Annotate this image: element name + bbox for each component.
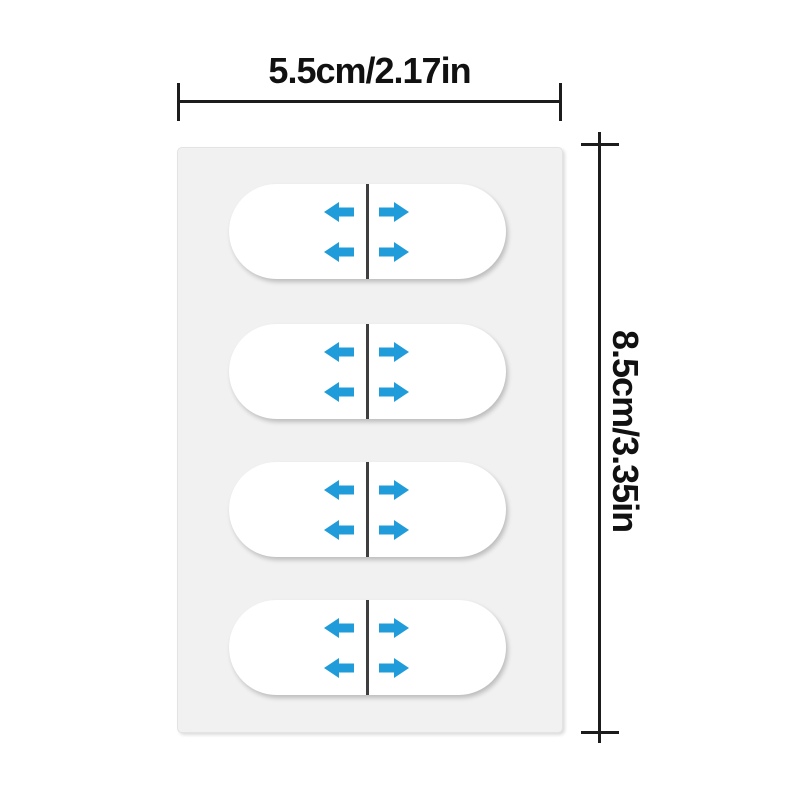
sticker-strip bbox=[229, 324, 506, 419]
sticker-strip bbox=[229, 184, 506, 279]
arrow-left-icon bbox=[324, 242, 354, 262]
width-dimension-line bbox=[178, 100, 561, 103]
width-dimension-tick-right bbox=[559, 83, 562, 121]
height-dimension-tick-bottom bbox=[581, 731, 619, 734]
width-dimension-label: 5.5cm/2.17in bbox=[268, 50, 471, 91]
height-dimension-line bbox=[598, 132, 601, 743]
arrow-right-icon bbox=[379, 382, 409, 402]
arrow-left-icon bbox=[324, 382, 354, 402]
arrow-left-icon bbox=[324, 342, 354, 362]
height-dimension-label: 8.5cm/3.35in bbox=[605, 330, 646, 533]
sticker-divider-line bbox=[366, 324, 369, 419]
width-dimension-tick-left bbox=[177, 83, 180, 121]
sticker-divider-line bbox=[366, 184, 369, 279]
arrow-right-icon bbox=[379, 658, 409, 678]
arrow-left-icon bbox=[324, 480, 354, 500]
arrow-right-icon bbox=[379, 480, 409, 500]
arrow-right-icon bbox=[379, 202, 409, 222]
arrow-left-icon bbox=[324, 658, 354, 678]
arrow-left-icon bbox=[324, 618, 354, 638]
height-dimension-tick-top bbox=[581, 143, 619, 146]
arrow-left-icon bbox=[324, 202, 354, 222]
arrow-right-icon bbox=[379, 520, 409, 540]
sticker-divider-line bbox=[366, 600, 369, 695]
sticker-strip bbox=[229, 462, 506, 557]
sticker-strip bbox=[229, 600, 506, 695]
arrow-right-icon bbox=[379, 342, 409, 362]
arrow-right-icon bbox=[379, 618, 409, 638]
sticker-sheet bbox=[177, 147, 563, 733]
arrow-right-icon bbox=[379, 242, 409, 262]
sticker-divider-line bbox=[366, 462, 369, 557]
arrow-left-icon bbox=[324, 520, 354, 540]
